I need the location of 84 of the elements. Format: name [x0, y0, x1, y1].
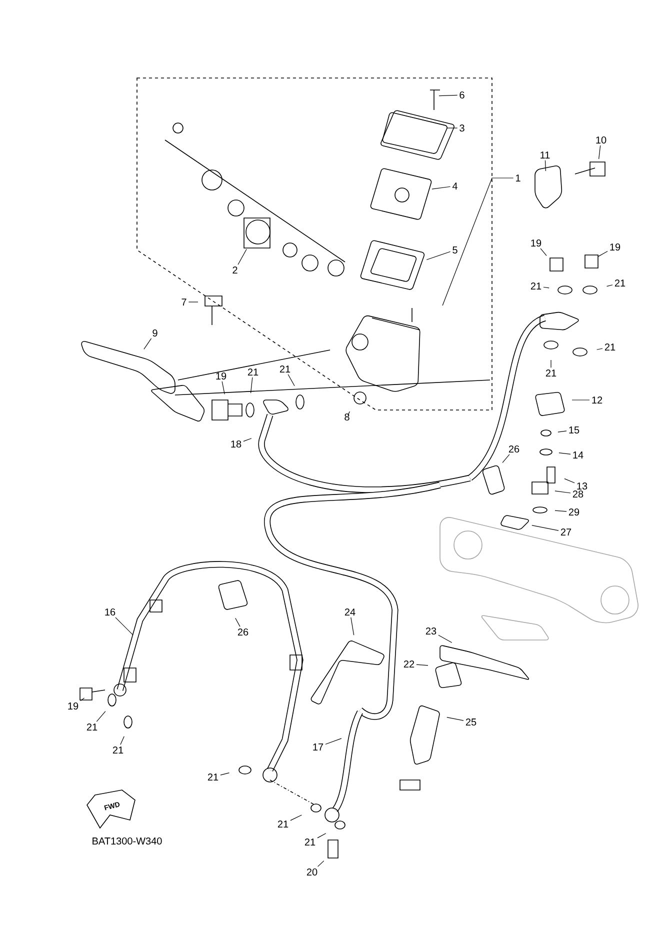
leader-line	[348, 411, 350, 416]
leader-line	[438, 94, 458, 96]
leader-line	[96, 711, 106, 722]
callout-number: 26	[238, 628, 248, 636]
callout-number: 1	[516, 174, 520, 182]
callout-number: 28	[572, 490, 584, 498]
callout-number: 21	[86, 724, 98, 730]
callout-number: 18	[231, 440, 242, 448]
callout-number: 17	[313, 744, 324, 750]
callout-number: 2	[232, 266, 238, 274]
callout-number: 21	[304, 838, 316, 846]
leader-line	[350, 617, 354, 636]
leader-line	[543, 286, 550, 288]
callout-number: 21	[530, 282, 542, 290]
leader-line	[438, 634, 452, 643]
callout-number: 19	[610, 243, 620, 251]
callout-number: 21	[248, 368, 258, 376]
callout-number: 14	[573, 452, 584, 458]
leader-line	[235, 618, 240, 627]
leader-line	[317, 860, 324, 867]
leader-line	[442, 178, 514, 306]
callout-number: 9	[152, 329, 158, 337]
callout-number: 21	[208, 774, 218, 780]
leader-line	[416, 664, 428, 666]
leader-line	[564, 478, 575, 484]
leader-line	[550, 360, 552, 368]
leader-line	[222, 381, 225, 394]
leader-line	[606, 284, 613, 287]
leader-line	[120, 736, 124, 745]
leader-line	[554, 490, 571, 494]
leader-line	[558, 430, 567, 432]
callout-number: 21	[278, 820, 288, 828]
callout-number: 21	[546, 370, 556, 376]
callout-number: 21	[614, 280, 626, 286]
callout-number: 25	[466, 718, 476, 726]
leader-line	[558, 452, 571, 454]
leader-line	[502, 454, 510, 463]
callout-number: 24	[344, 608, 356, 616]
leader-line	[432, 186, 451, 190]
callout-number: 21	[112, 746, 124, 754]
leader-line	[325, 738, 342, 745]
callout-number: 11	[540, 152, 550, 158]
leader-line	[290, 814, 302, 821]
leader-line	[598, 145, 601, 160]
callout-number: 21	[280, 366, 290, 372]
callout-number: 4	[452, 182, 458, 190]
callout-number: 27	[560, 528, 572, 536]
callout-number: 7	[182, 298, 186, 306]
leader-line	[238, 248, 247, 265]
leader-line	[554, 510, 567, 512]
leader-line	[596, 348, 603, 350]
callout-number: 19	[216, 372, 226, 380]
callout-number: 8	[344, 413, 350, 421]
leader-line	[598, 250, 608, 257]
callout-number: 5	[452, 246, 458, 254]
callout-number: 12	[592, 396, 602, 404]
leader-line	[532, 525, 559, 531]
leader-line	[80, 698, 85, 702]
callout-number: 19	[531, 239, 542, 247]
callout-number: 19	[68, 702, 78, 710]
callout-number: 10	[596, 136, 606, 144]
callout-number: 16	[105, 608, 116, 616]
callout-number: 21	[604, 344, 616, 350]
leader-line	[220, 772, 230, 776]
callout-number: 6	[460, 91, 464, 99]
leader-line	[250, 377, 253, 394]
leader-line	[243, 438, 252, 442]
leader-line	[144, 338, 152, 350]
callout-number: 22	[404, 660, 414, 668]
callout-number: 23	[426, 627, 436, 635]
leader-line	[540, 248, 547, 256]
callout-number: 3	[460, 124, 464, 132]
leader-line	[115, 617, 134, 636]
leader-line	[544, 160, 546, 172]
callout-number: 29	[568, 508, 580, 516]
part-code: BAT1300-W340	[92, 837, 162, 845]
callout-number: 15	[569, 426, 580, 434]
callout-number: 26	[508, 445, 520, 453]
leader-line	[426, 251, 451, 260]
callout-number: 13	[577, 482, 588, 490]
leader-line	[446, 717, 464, 721]
leader-line	[288, 374, 295, 386]
callout-number: 20	[306, 868, 318, 876]
leader-line	[317, 833, 326, 838]
